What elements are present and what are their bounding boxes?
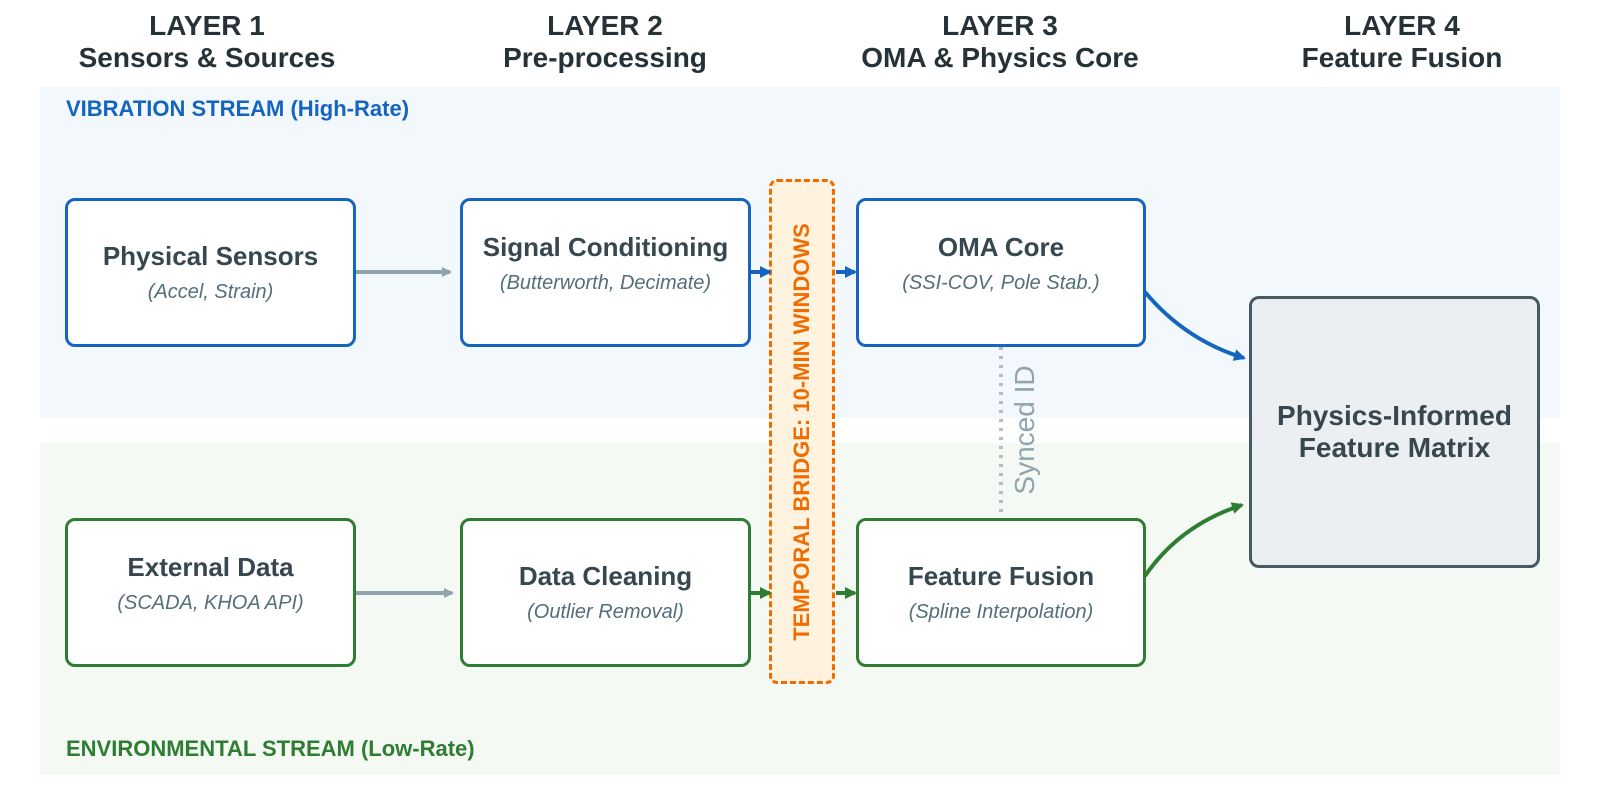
layer-2-title: LAYER 2: [547, 10, 663, 41]
node-physical-sensors-title: Physical Sensors: [102, 240, 319, 271]
node-feature-matrix[interactable]: Physics-Informed Feature Matrix: [1249, 296, 1540, 568]
node-signal-conditioning-title: Signal Conditioning: [482, 232, 729, 262]
layer-3-header: LAYER 3 OMA & Physics Core: [820, 10, 1180, 74]
node-data-cleaning[interactable]: Data Cleaning (Outlier Removal): [460, 518, 751, 667]
node-external-data-title: External Data: [127, 552, 294, 582]
arrow-oma-to-matrix: [1143, 290, 1246, 361]
node-feature-matrix-title-line2: Feature Matrix: [1298, 432, 1491, 463]
layer-2-subtitle: Pre-processing: [503, 42, 707, 73]
node-external-data[interactable]: External Data (SCADA, KHOA API): [65, 518, 356, 667]
layer-2-header: LAYER 2 Pre-processing: [425, 10, 785, 74]
node-oma-core-title: OMA Core: [937, 232, 1065, 262]
node-data-cleaning-subtitle: (Outlier Removal): [527, 600, 684, 623]
node-feature-fusion-subtitle: (Spline Interpolation): [908, 600, 1094, 623]
node-oma-core[interactable]: OMA Core (SSI-COV, Pole Stab.): [856, 198, 1146, 347]
layer-4-header: LAYER 4 Feature Fusion: [1222, 10, 1582, 74]
environmental-stream-label: ENVIRONMENTAL STREAM (Low-Rate): [66, 736, 475, 761]
node-oma-core-subtitle: (SSI-COV, Pole Stab.): [902, 272, 1100, 294]
temporal-bridge: TEMPORAL BRIDGE: 10-MIN WINDOWS: [769, 179, 835, 684]
node-feature-matrix-title-line1: Physics-Informed: [1277, 400, 1512, 431]
arrow-fusion-to-matrix: [1143, 502, 1244, 578]
vibration-stream-label: VIBRATION STREAM (High-Rate): [66, 96, 410, 121]
layer-4-subtitle: Feature Fusion: [1301, 42, 1503, 73]
layer-4-title: LAYER 4: [1344, 10, 1460, 41]
node-physical-sensors-subtitle: (Accel, Strain): [147, 280, 274, 303]
node-signal-conditioning[interactable]: Signal Conditioning (Butterworth, Decima…: [460, 198, 751, 347]
layer-1-subtitle: Sensors & Sources: [78, 42, 336, 73]
node-signal-conditioning-subtitle: (Butterworth, Decimate): [499, 272, 712, 294]
layer-3-subtitle: OMA & Physics Core: [861, 42, 1139, 73]
node-external-data-subtitle: (SCADA, KHOA API): [117, 592, 304, 614]
layer-3-title: LAYER 3: [942, 10, 1058, 41]
synced-id-label: Synced ID: [1009, 365, 1040, 495]
node-physical-sensors[interactable]: Physical Sensors (Accel, Strain): [65, 198, 356, 347]
node-data-cleaning-title: Data Cleaning: [518, 560, 693, 591]
layer-1-header: LAYER 1 Sensors & Sources: [27, 10, 387, 74]
node-feature-fusion-title: Feature Fusion: [907, 560, 1095, 591]
node-feature-fusion[interactable]: Feature Fusion (Spline Interpolation): [856, 518, 1146, 667]
layer-1-title: LAYER 1: [149, 10, 265, 41]
